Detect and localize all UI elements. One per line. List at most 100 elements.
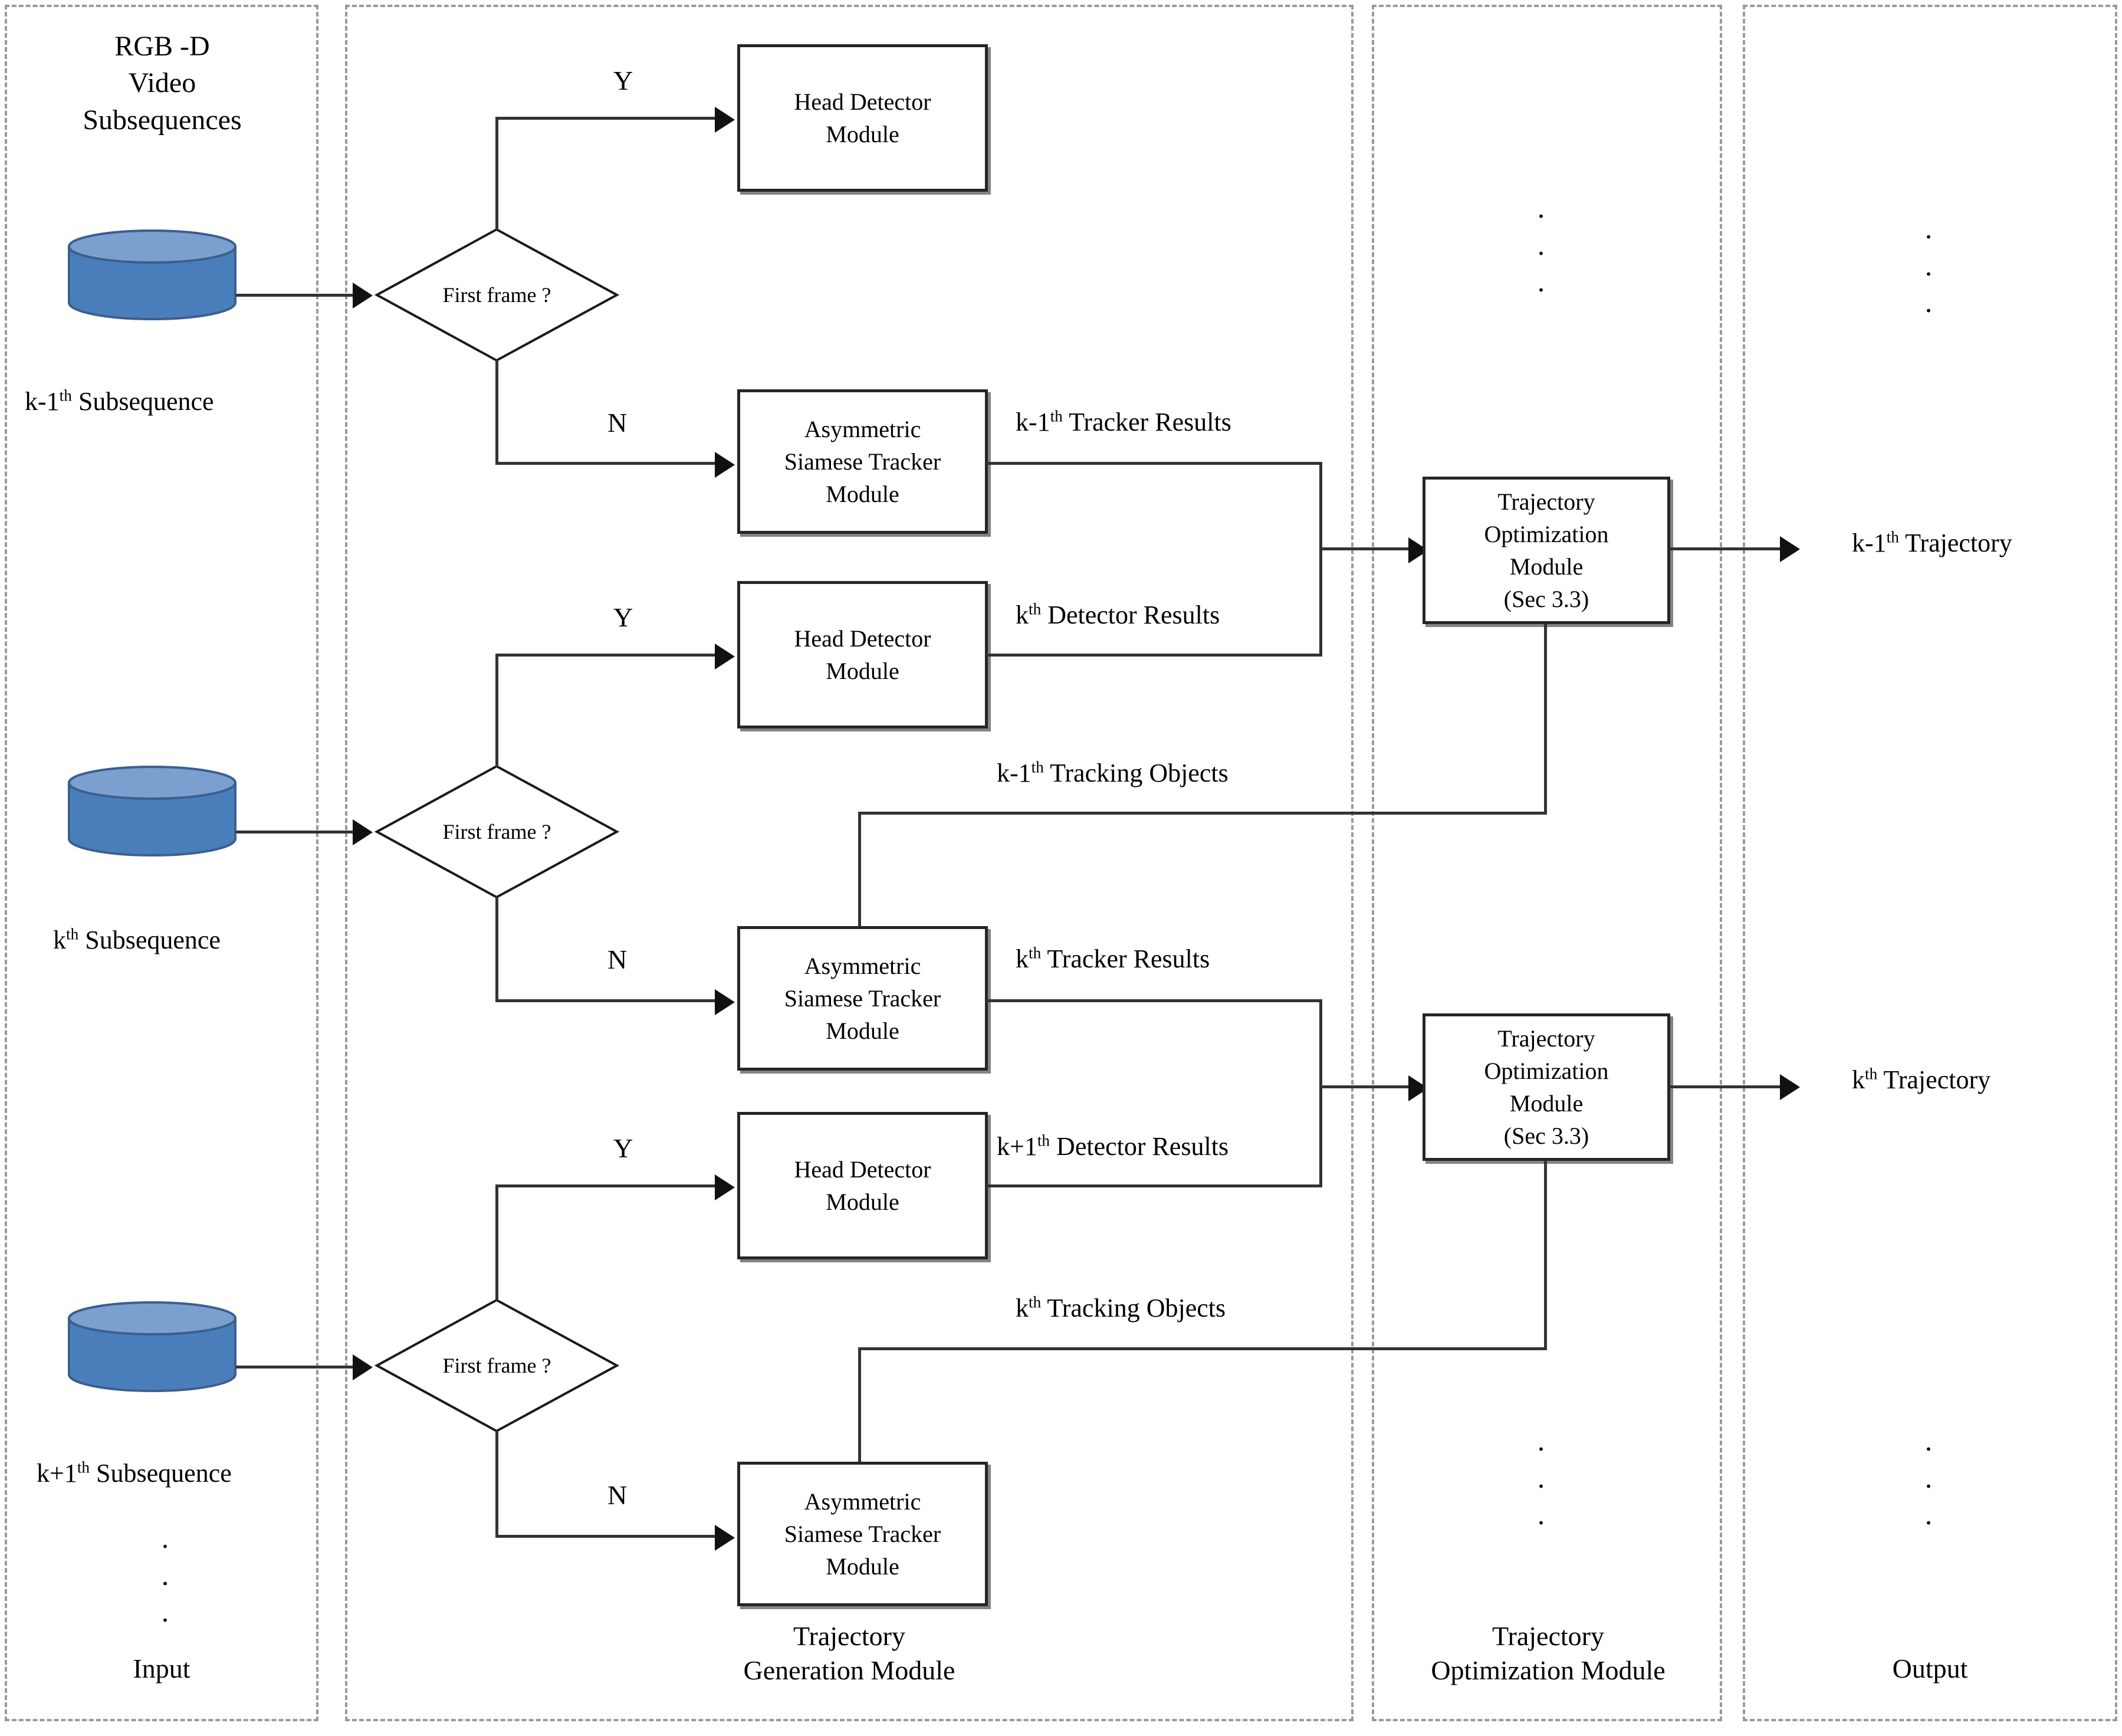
trajectory-optimization-module-1: Trajectory Optimization Module (Sec 3.3) <box>1423 477 1670 624</box>
arrowhead <box>353 283 373 309</box>
decision-label: First frame ? <box>442 820 551 844</box>
edge-feedback1-left <box>858 812 1547 815</box>
ellipsis-dot: . <box>1537 228 1545 261</box>
ellipsis-dot: . <box>1537 265 1545 298</box>
edge-label-rest: Tracker Results <box>1041 944 1210 973</box>
ellipsis-dot: . <box>1924 285 1933 319</box>
panel-label-input: Input <box>133 1653 190 1684</box>
arrowhead <box>353 819 373 845</box>
decision-label: First frame ? <box>442 283 551 307</box>
edge-input2-to-decision2 <box>236 831 354 833</box>
page-title: RGB -D Video Subsequences <box>83 31 242 136</box>
input-label-sup: th <box>77 1458 90 1476</box>
edge-tracker1-into-optimizer <box>1319 547 1414 550</box>
panel-label-trajectory-generation: Trajectory Generation Module <box>743 1621 955 1685</box>
output-label-sup: th <box>1865 1065 1878 1083</box>
input-label-k-plus-1: k+1th Subsequence <box>37 1458 232 1488</box>
branch-label-no-2: N <box>607 944 628 974</box>
edge-decision3-yes-vertical <box>495 1186 498 1301</box>
ellipsis-dot: . <box>1537 1498 1545 1531</box>
panel-label-output: Output <box>1892 1653 1968 1684</box>
edge-optimizer1-to-output <box>1670 547 1782 550</box>
ellipsis-dot: . <box>1924 1498 1933 1531</box>
arrowhead <box>715 1174 735 1200</box>
edge-tracker1-down <box>1319 462 1322 550</box>
arrowhead <box>715 1525 735 1551</box>
database-cylinder-k-plus-1 <box>67 1301 238 1392</box>
input-label-rest: Subsequence <box>78 926 221 954</box>
edge-label-sup: th <box>1029 1293 1042 1311</box>
edge-decision2-no-horizontal <box>495 999 721 1002</box>
arrowhead <box>1780 1074 1800 1100</box>
branch-label-no-1: N <box>607 408 628 438</box>
edge-tracker2-into-optimizer <box>1319 1085 1414 1088</box>
ellipsis-dot: . <box>1537 191 1545 224</box>
edge-label-tracking-objects-k: kth Tracking Objects <box>1016 1293 1226 1323</box>
ellipsis-dot: . <box>1924 212 1933 245</box>
panel-output <box>1743 5 2117 1721</box>
edge-decision2-no-vertical <box>495 897 498 1001</box>
edge-detector3-up <box>1319 1085 1322 1187</box>
output-label-trajectory-k-minus-1: k-1th Trajectory <box>1852 528 2012 558</box>
edge-feedback1-down-into-tracker <box>858 812 861 947</box>
input-label-base: k-1 <box>25 387 60 416</box>
edge-detector2-right <box>986 654 1322 657</box>
edge-label-rest: Tracking Objects <box>1043 759 1228 787</box>
edge-label-base: k+1 <box>997 1132 1037 1161</box>
edge-label-tracking-objects-k-minus-1: k-1th Tracking Objects <box>997 758 1228 788</box>
edge-label-base: k <box>1016 600 1029 629</box>
edge-label-base: k <box>1016 944 1029 973</box>
edge-label-tracker-results-k: kth Tracker Results <box>1016 944 1210 974</box>
siamese-tracker-module-2: Asymmetric Siamese Tracker Module <box>737 926 988 1071</box>
ellipsis-dot: . <box>1924 1424 1933 1457</box>
edge-label-detector-results-k: kth Detector Results <box>1016 600 1220 630</box>
ellipsis-dot: . <box>1537 1461 1545 1494</box>
edge-label-sup: th <box>1029 600 1042 618</box>
decision-first-frame-3: First frame ? <box>375 1298 619 1433</box>
edge-label-detector-results-k-plus-1: k+1th Detector Results <box>997 1131 1228 1161</box>
edge-label-base: k-1 <box>1016 408 1050 437</box>
edge-tracker1-right <box>986 462 1322 465</box>
ellipsis-dot: . <box>1924 1461 1933 1494</box>
edge-label-tracker-results-k-minus-1: k-1th Tracker Results <box>1016 407 1231 437</box>
edge-label-sup: th <box>1029 944 1042 962</box>
edge-feedback2-left <box>858 1347 1547 1350</box>
ellipsis-dot: . <box>161 1558 169 1591</box>
optimization-ellipsis-bottom: . . . <box>1532 1424 1550 1531</box>
optimization-ellipsis-top: . . . <box>1532 191 1550 298</box>
head-detector-module-2: Head Detector Module <box>737 581 988 728</box>
arrowhead <box>715 989 735 1015</box>
decision-first-frame-1: First frame ? <box>375 227 619 363</box>
ellipsis-dot: . <box>161 1595 169 1628</box>
edge-tracker2-right <box>986 999 1322 1002</box>
edge-detector3-right <box>986 1184 1322 1187</box>
decision-label: First frame ? <box>442 1354 551 1377</box>
edge-decision1-yes-horizontal <box>495 117 720 120</box>
arrowhead <box>715 644 735 670</box>
edge-decision1-no-vertical <box>495 360 498 463</box>
edge-decision3-no-vertical <box>495 1431 498 1537</box>
edge-label-sup: th <box>1050 407 1063 425</box>
branch-label-yes-2: Y <box>613 602 633 632</box>
output-label-base: k <box>1852 1065 1865 1094</box>
edge-label-base: k-1 <box>997 759 1032 787</box>
arrowhead <box>715 452 735 478</box>
input-label-base: k <box>53 926 66 954</box>
edge-decision3-yes-horizontal <box>495 1184 720 1187</box>
database-cylinder-k <box>67 765 238 856</box>
ellipsis-dot: . <box>1537 1424 1545 1457</box>
edge-label-rest: Detector Results <box>1050 1132 1229 1161</box>
panel-input <box>5 5 318 1721</box>
trajectory-optimization-module-2: Trajectory Optimization Module (Sec 3.3) <box>1423 1013 1670 1161</box>
branch-label-yes-1: Y <box>613 65 633 96</box>
siamese-tracker-module-3: Asymmetric Siamese Tracker Module <box>737 1462 988 1606</box>
input-ellipsis: . . . <box>156 1523 174 1628</box>
output-label-base: k-1 <box>1852 529 1887 557</box>
output-ellipsis-top: . . . <box>1920 212 1937 319</box>
edge-feedback2-down-from-optimizer <box>1544 1161 1547 1350</box>
edge-decision2-yes-horizontal <box>495 654 720 657</box>
panel-label-trajectory-optimization: Trajectory Optimization Module <box>1431 1621 1666 1685</box>
input-label-sup: th <box>59 386 72 405</box>
edge-label-rest: Tracking Objects <box>1041 1294 1226 1322</box>
